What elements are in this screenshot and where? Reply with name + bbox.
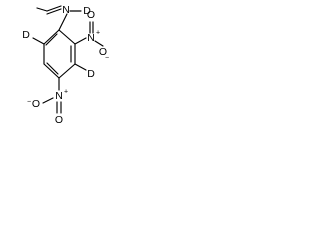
- bond-ch2-double-2: [46, 8, 62, 15]
- bond-ring-3: [43, 63, 60, 79]
- atom-o-nitro-ortho-right: O: [99, 46, 107, 58]
- atom-n-nitro-ortho: N: [87, 32, 95, 44]
- bond-ring-1: [43, 29, 60, 45]
- bond-n-ring: [58, 13, 68, 31]
- bond-ring-6: [58, 29, 76, 45]
- atom-o-nitro-para-left: O: [32, 98, 40, 110]
- bond-ring-d-bottom: [74, 63, 87, 71]
- atom-n-hydrazine: N: [62, 4, 70, 16]
- atom-o-nitro-ortho-top: O: [87, 9, 95, 21]
- atom-labels: N D D N + O O − D N + O − O: [22, 4, 109, 126]
- bond-ring-d-left: [32, 37, 45, 45]
- charge-o-nitro-ortho-right: −: [105, 55, 109, 62]
- atom-d-ring-bottom: D: [87, 68, 95, 80]
- bond-ch2-double: [46, 5, 62, 12]
- charge-n-nitro-ortho: +: [96, 30, 100, 37]
- charge-o-nitro-para-left: −: [27, 99, 31, 106]
- bond-nitro-ortho-right: [94, 40, 104, 47]
- charge-n-nitro-para: +: [64, 89, 68, 96]
- bond-ring-nitro-ortho: [74, 37, 87, 45]
- atom-d-ring-left: D: [22, 29, 30, 41]
- bond-ring-3-inner: [46, 62, 59, 75]
- bond-ring-1-inner: [45, 33, 58, 46]
- atom-d-hydrazine: D: [83, 5, 91, 17]
- atom-n-nitro-para: N: [55, 90, 63, 102]
- bonds: [32, 5, 104, 114]
- bond-ring-4: [58, 63, 76, 79]
- bond-ch2-terminal: [36, 7, 48, 12]
- atom-o-nitro-para-bottom: O: [55, 114, 63, 126]
- bond-nitro-para-left: [42, 97, 54, 104]
- structural-formula: N D D N + O O − D N + O − O: [22, 4, 109, 126]
